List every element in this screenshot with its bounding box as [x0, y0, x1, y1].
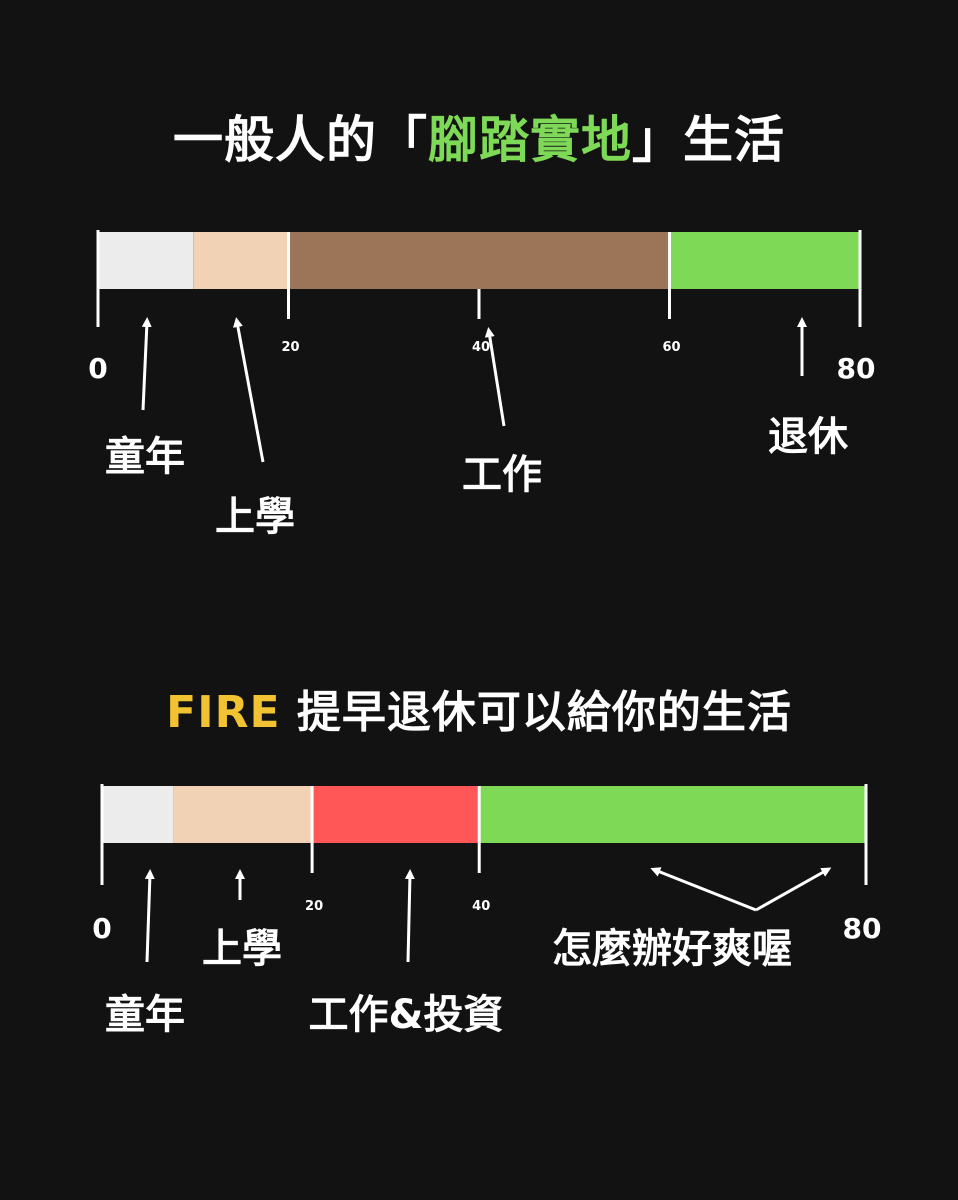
timeline-segment-1	[102, 786, 174, 843]
annotation-label-4: 退休	[768, 414, 849, 460]
annotation-arrow-2	[232, 317, 265, 463]
timeline-segment-3	[288, 232, 670, 289]
axis-label-80: 80	[837, 352, 876, 385]
annotation-arrow-3	[404, 869, 415, 963]
axis-label-40: 40	[472, 340, 490, 355]
annotation-label-2: 上學	[215, 494, 295, 540]
annotation-arrow-1	[144, 869, 155, 963]
timeline-segment-2	[173, 786, 313, 843]
timeline-segment-4	[669, 232, 860, 289]
annotation-label-3: 工作	[462, 452, 542, 498]
title-ordinary-life: 一般人的「腳踏實地」生活	[0, 100, 958, 172]
annotation-arrow-1	[141, 317, 152, 411]
annotation-label-1: 童年	[105, 434, 185, 480]
timeline-segment-3	[312, 786, 480, 843]
axis-label-80: 80	[843, 912, 882, 945]
timeline-segment-2	[193, 232, 289, 289]
annotation-arrow-4-b	[755, 867, 832, 912]
axis-label-0: 0	[88, 352, 107, 385]
title-ordinary-prefix: 一般人的「	[173, 111, 428, 169]
axis-label-20: 20	[281, 340, 299, 355]
annotation-label-1: 童年	[105, 992, 185, 1038]
title-fire-text: 提早退休可以給你的生活	[280, 687, 792, 738]
annotation-arrow-3	[484, 327, 506, 427]
annotation-label-3: 工作&投資	[309, 992, 504, 1038]
annotation-label-2: 上學	[202, 926, 282, 972]
title-ordinary-highlight: 腳踏實地	[428, 111, 632, 169]
title-fire-highlight: FIRE	[166, 687, 281, 738]
timeline-segment-4	[479, 786, 866, 843]
axis-label-20: 20	[305, 899, 323, 914]
axis-label-0: 0	[92, 912, 111, 945]
timeline-segment-1	[98, 232, 194, 289]
title-ordinary-suffix: 」生活	[632, 111, 785, 169]
axis-label-40: 40	[472, 899, 490, 914]
annotation-label-4: 怎麼辦好爽喔	[552, 926, 792, 972]
title-fire-life: FIRE 提早退休可以給你的生活	[0, 676, 958, 740]
annotation-arrow-4	[650, 867, 757, 912]
axis-label-60: 60	[662, 340, 680, 355]
